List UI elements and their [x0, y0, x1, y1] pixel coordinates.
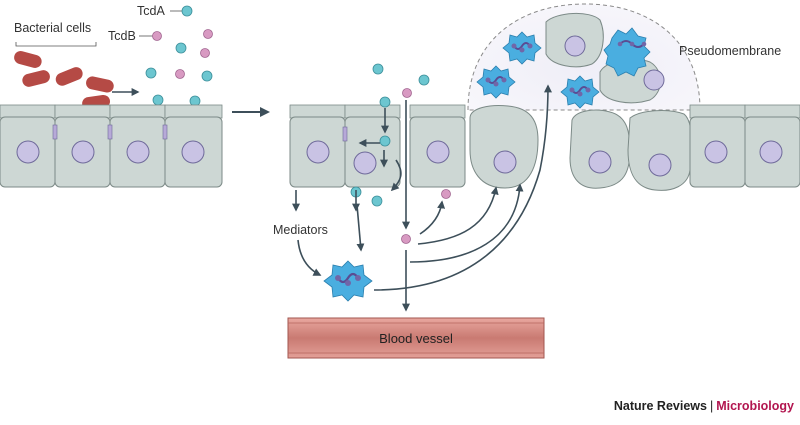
credit-separator: | — [709, 399, 714, 413]
rounded-epithelial-cell — [469, 105, 539, 189]
journal-credit: Nature Reviews|Microbiology — [614, 399, 794, 413]
tcdb-toxin-icon — [175, 69, 185, 79]
tcdb-toxin-icon — [401, 234, 411, 244]
arrow-icon — [409, 183, 524, 263]
tight-junction — [342, 126, 348, 142]
microvilli — [289, 104, 346, 119]
tight-junction — [162, 124, 168, 140]
journal-name: Microbiology — [716, 399, 794, 413]
neutrophil-icon — [603, 27, 651, 77]
tcda-label: TcdA — [137, 4, 165, 18]
nucleus — [759, 140, 783, 164]
blood-vessel-label: Blood vessel — [379, 331, 453, 346]
tcda-toxin-icon — [145, 67, 157, 79]
tcdb-toxin-icon — [441, 189, 451, 199]
arrow-icon — [373, 84, 552, 291]
nucleus — [16, 140, 40, 164]
arrow-icon — [356, 204, 365, 252]
neutrophil-icon — [476, 65, 516, 99]
bacterium-icon — [14, 51, 42, 68]
neutrophils-pseudomembrane — [476, 31, 600, 109]
nucleus — [643, 69, 665, 91]
bacterial-cells-label: Bacterial cells — [14, 21, 91, 35]
bacterial-cells — [14, 51, 114, 111]
nucleus — [353, 151, 377, 175]
tcda-toxin-icon — [371, 195, 383, 207]
nucleus — [648, 153, 672, 177]
tcdb-toxin-icon — [152, 31, 162, 41]
arrow-icon — [390, 159, 402, 192]
damaged-epithelial-cell — [627, 110, 693, 191]
neutrophil-icon — [323, 260, 373, 302]
bacterial-cells-bracket — [15, 42, 97, 47]
tcda-toxin-icon — [379, 96, 391, 108]
microvilli — [689, 104, 746, 119]
microvilli — [0, 104, 56, 119]
microvilli — [344, 104, 401, 119]
pathway-arrows — [292, 84, 552, 312]
nucleus — [181, 140, 205, 164]
epithelium-middle — [289, 104, 539, 189]
nucleus — [588, 150, 612, 174]
microvilli — [164, 104, 223, 119]
tcda-toxin-icon — [418, 74, 430, 86]
tcdb-toxin-icon — [402, 88, 412, 98]
tcda-toxin-icon — [181, 5, 193, 17]
tcdb-toxin-icon — [200, 48, 210, 58]
blood-vessel: Blood vessel — [287, 317, 545, 359]
nucleus — [564, 35, 586, 57]
free-toxins-left — [145, 29, 213, 107]
nucleus — [126, 140, 150, 164]
pseudomembrane-cells — [545, 13, 665, 104]
bacterium-icon — [22, 70, 50, 87]
arrow-icon — [297, 239, 322, 276]
free-toxins-middle — [350, 63, 451, 244]
bacterium-icon — [55, 67, 83, 86]
tcda-toxin-icon — [152, 94, 164, 106]
arrow-icon — [417, 186, 499, 245]
microvilli — [54, 104, 111, 119]
neutrophil-icon — [502, 31, 542, 65]
tcda-toxin-icon — [189, 95, 201, 107]
tcda-toxin-icon — [175, 42, 187, 54]
nucleus — [704, 140, 728, 164]
tcda-toxin-icon — [372, 63, 384, 75]
tcdb-toxin-icon — [203, 29, 213, 39]
nucleus — [493, 150, 517, 174]
microvilli — [109, 104, 166, 119]
nucleus — [426, 140, 450, 164]
tight-junction — [107, 124, 113, 140]
arrow-icon — [419, 200, 446, 235]
bacterium-icon — [86, 76, 114, 93]
nucleus — [71, 140, 95, 164]
microvilli — [744, 104, 800, 119]
publisher-name: Nature Reviews — [613, 399, 707, 413]
epithelium-left — [0, 104, 223, 188]
tcda-toxin-icon — [201, 70, 213, 82]
microvilli — [409, 104, 466, 119]
mediators-label: Mediators — [273, 223, 328, 237]
epithelial-cell — [344, 116, 401, 188]
damaged-epithelial-cell — [569, 109, 631, 189]
tcdb-label: TcdB — [108, 29, 136, 43]
tcda-toxin-icon — [379, 135, 391, 147]
nucleus — [306, 140, 330, 164]
epithelium-right — [569, 104, 800, 191]
tight-junction — [52, 124, 58, 140]
pseudomembrane-label: Pseudomembrane — [679, 44, 781, 58]
neutrophil-icon — [560, 75, 600, 109]
